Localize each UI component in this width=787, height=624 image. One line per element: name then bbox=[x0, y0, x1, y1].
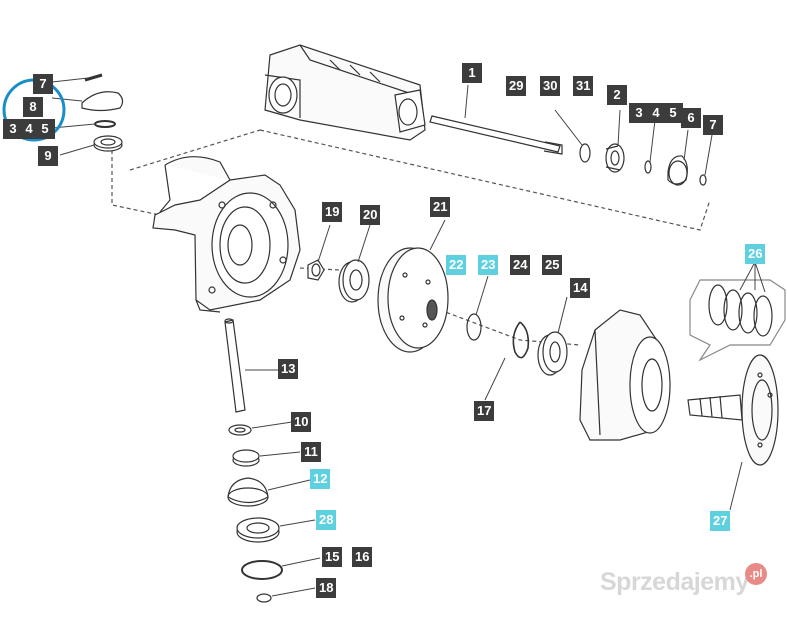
callout-3-left: 3 bbox=[3, 119, 23, 139]
callout-28: 28 bbox=[316, 510, 337, 530]
nut-18 bbox=[256, 593, 272, 603]
callout-17: 17 bbox=[474, 401, 495, 421]
callout-18: 18 bbox=[316, 578, 337, 598]
callout-13: 13 bbox=[278, 359, 299, 379]
callout-4-left: 4 bbox=[19, 119, 39, 139]
callout-4: 4 bbox=[646, 103, 666, 123]
callout-29: 29 bbox=[506, 76, 527, 96]
callout-23: 23 bbox=[478, 255, 499, 275]
bearing-20 bbox=[338, 259, 370, 303]
nut-19 bbox=[307, 259, 325, 281]
cap-12 bbox=[227, 477, 269, 507]
pin bbox=[84, 73, 103, 82]
king-pin bbox=[224, 318, 246, 413]
callout-3: 3 bbox=[629, 103, 649, 123]
callout-12: 12 bbox=[310, 469, 331, 489]
callout-9: 9 bbox=[38, 146, 58, 166]
callout-30: 30 bbox=[540, 76, 561, 96]
callout-7-right: 7 bbox=[703, 115, 723, 135]
callout-21: 21 bbox=[430, 197, 451, 217]
bearing-2 bbox=[605, 143, 625, 173]
watermark-text: Sprzedajemy bbox=[600, 568, 749, 596]
callout-25: 25 bbox=[542, 255, 563, 275]
seal-ring bbox=[579, 143, 591, 163]
callout-31: 31 bbox=[573, 76, 594, 96]
callout-24: 24 bbox=[510, 255, 531, 275]
callout-1: 1 bbox=[462, 63, 482, 83]
callout-6: 6 bbox=[681, 108, 701, 128]
leader-lines bbox=[51, 77, 766, 597]
ring-22 bbox=[466, 313, 482, 341]
clip-7 bbox=[699, 174, 707, 186]
callout-5: 5 bbox=[663, 103, 683, 123]
o-ring bbox=[94, 120, 116, 128]
bearing-14 bbox=[537, 331, 568, 376]
callout-7-left: 7 bbox=[33, 74, 53, 94]
bearing-28 bbox=[236, 517, 280, 543]
callout-5-left: 5 bbox=[35, 119, 55, 139]
snap-ring-15 bbox=[241, 560, 283, 580]
cap-8 bbox=[81, 91, 124, 112]
callout-10: 10 bbox=[291, 412, 312, 432]
callout-8: 8 bbox=[23, 97, 43, 117]
seal-10 bbox=[228, 424, 252, 436]
drive-shaft bbox=[429, 115, 563, 155]
callout-11: 11 bbox=[301, 442, 321, 462]
callout-19: 19 bbox=[322, 202, 343, 222]
callout-14: 14 bbox=[570, 278, 591, 298]
callout-15: 15 bbox=[322, 547, 343, 567]
callout-16: 16 bbox=[352, 547, 373, 567]
bearing-9 bbox=[93, 135, 123, 152]
callout-20: 20 bbox=[360, 205, 381, 225]
callout-22: 22 bbox=[446, 255, 467, 275]
knuckle-housing bbox=[152, 156, 301, 313]
axle-flange bbox=[687, 354, 779, 466]
hub-carrier bbox=[579, 309, 671, 441]
callout-2: 2 bbox=[607, 85, 627, 105]
callout-26: 26 bbox=[745, 244, 766, 264]
axle-housing bbox=[264, 44, 426, 141]
watermark-badge: .pl bbox=[745, 563, 767, 585]
seal-stack bbox=[689, 279, 786, 362]
circlip-17 bbox=[512, 321, 530, 359]
callout-27: 27 bbox=[710, 511, 731, 531]
bearing-11 bbox=[232, 449, 260, 467]
cap-6 bbox=[667, 155, 688, 186]
washer bbox=[644, 160, 652, 174]
hub-disc bbox=[377, 247, 449, 353]
